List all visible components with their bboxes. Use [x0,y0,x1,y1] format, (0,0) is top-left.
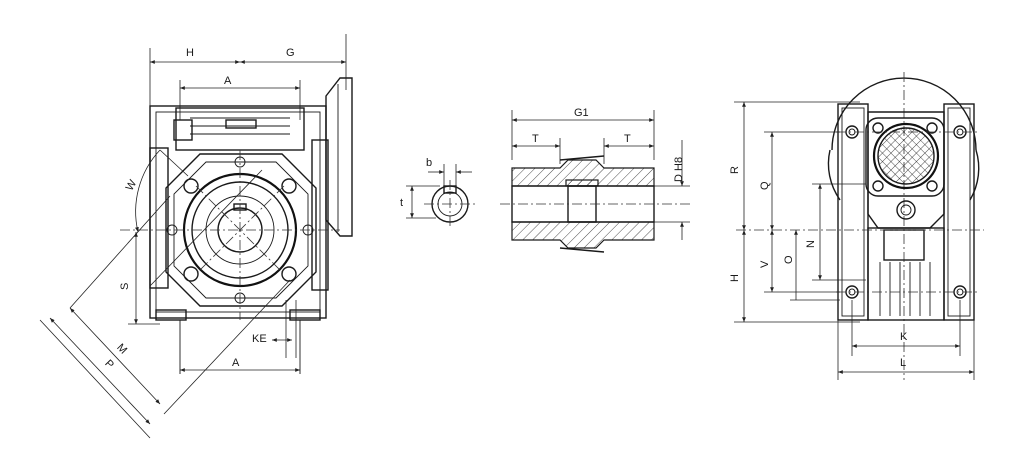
dim-label-O: O [783,255,795,264]
dim-label-b: b [426,157,432,169]
dim-label-L: L [900,357,906,369]
dim-label-N: N [805,240,817,248]
dim-label-K: K [900,331,908,343]
dim-label-P: P [102,358,116,372]
dim-label-T-left: T [532,133,539,145]
dim-label-M: M [114,342,129,357]
dim-label-t: t [400,197,403,209]
dim-label-KE: KE [252,333,267,345]
dim-label-G: G [286,47,295,59]
front-view [39,34,353,439]
dim-label-S: S [119,283,131,290]
dim-label-T-right: T [624,133,631,145]
dim-label-R: R [729,166,741,174]
dim-label-Q: Q [759,181,771,190]
side-view [734,72,984,380]
shaft-key-view [406,164,478,228]
dim-label-H-top: H [186,47,194,59]
dim-label-A-bottom: A [232,357,240,369]
dim-label-A-top: A [224,75,232,87]
dim-label-W: W [124,177,140,193]
dim-label-D-H8: D H8 [673,157,685,182]
dim-label-G1: G1 [574,107,589,119]
hollow-shaft-section [500,110,690,253]
dim-label-H-right: H [729,274,741,282]
dim-label-V: V [759,260,771,268]
